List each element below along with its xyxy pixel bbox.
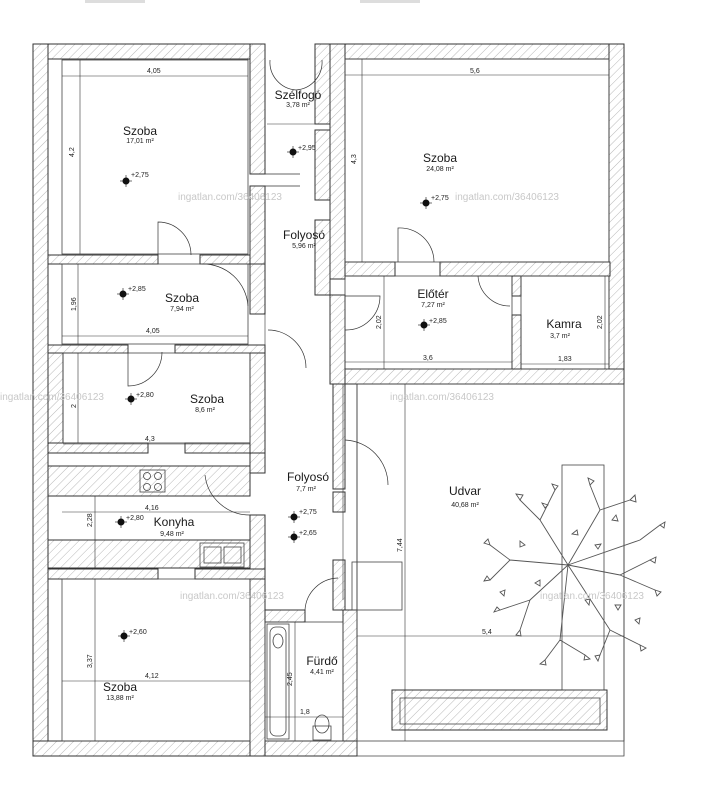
level-marker: +2,85 bbox=[418, 318, 447, 331]
dim-label: 7,44 bbox=[397, 538, 404, 552]
level-marker: +2,75 bbox=[420, 195, 449, 209]
watermark-text: ingatlan.com/36406123 bbox=[540, 591, 644, 602]
dim-label: 5,6 bbox=[470, 68, 480, 75]
bathroom-fixtures bbox=[266, 623, 332, 741]
dim-label: 1,96 bbox=[71, 297, 78, 311]
svg-text:+2,75: +2,75 bbox=[299, 509, 317, 516]
room-area-eloter: 7,27 m² bbox=[421, 302, 445, 309]
room-name-folyoso-1: Folyosó bbox=[283, 228, 325, 242]
room-area-szoba-5: 13,88 m² bbox=[106, 695, 134, 702]
dim-label: 4,05 bbox=[146, 328, 160, 335]
tree-symbol bbox=[483, 477, 666, 666]
svg-text:+2,60: +2,60 bbox=[129, 629, 147, 636]
dim-label: 2,02 bbox=[376, 315, 383, 329]
watermark-text: ingatlan.com/36406123 bbox=[390, 392, 494, 403]
room-name-konyha: Konyha bbox=[154, 515, 195, 529]
room-area-udvar: 40,68 m² bbox=[451, 502, 479, 509]
dim-label: 1,83 bbox=[558, 356, 572, 363]
dim-label: 2,28 bbox=[87, 513, 94, 527]
watermark-text: ingatlan.com/36406123 bbox=[180, 591, 284, 602]
dim-label: 4,05 bbox=[147, 68, 161, 75]
room-area-szoba-3: 7,94 m² bbox=[170, 306, 194, 313]
level-marker: +2,80 bbox=[115, 515, 144, 528]
room-area-furdo: 4,41 m² bbox=[310, 669, 334, 676]
svg-text:+2,85: +2,85 bbox=[429, 318, 447, 325]
room-name-szoba-3: Szoba bbox=[165, 291, 199, 305]
svg-text:+2,65: +2,65 bbox=[299, 530, 317, 537]
doors bbox=[127, 59, 511, 611]
room-name-furdo: Fürdő bbox=[306, 654, 338, 668]
level-marker: +2,65 bbox=[288, 530, 317, 543]
dim-label: 2 bbox=[71, 404, 78, 408]
room-area-szoba-2: 24,08 m² bbox=[426, 166, 454, 173]
level-markers: +2,95 +2,75 +2,75 +2,85 +2,85 +2,80 +2,8… bbox=[115, 145, 449, 642]
svg-text:+2,80: +2,80 bbox=[126, 515, 144, 522]
room-area-szoba-1: 17,01 m² bbox=[126, 138, 154, 145]
svg-text:+2,75: +2,75 bbox=[131, 172, 149, 179]
level-marker: +2,95 bbox=[287, 145, 316, 158]
room-area-szelfogo: 3,78 m² bbox=[286, 102, 310, 109]
room-area-szoba-4: 8,6 m² bbox=[195, 407, 216, 414]
room-name-kamra: Kamra bbox=[546, 317, 582, 331]
level-marker: +2,75 bbox=[120, 172, 149, 187]
svg-text:+2,85: +2,85 bbox=[128, 286, 146, 293]
room-name-szoba-1: Szoba bbox=[123, 124, 157, 138]
room-name-szoba-5: Szoba bbox=[103, 680, 137, 694]
level-marker: +2,60 bbox=[118, 629, 147, 642]
room-name-szoba-2: Szoba bbox=[423, 151, 457, 165]
level-marker: +2,75 bbox=[288, 509, 317, 523]
watermark-text: ingatlan.com/36406123 bbox=[0, 392, 104, 403]
walls bbox=[32, 43, 625, 757]
cropped-header-text bbox=[85, 0, 420, 3]
watermark-text: ingatlan.com/36406123 bbox=[455, 192, 559, 203]
dim-label: 3,37 bbox=[87, 654, 94, 668]
room-labels: Szélfogó 3,78 m² Szoba 17,01 m² Szoba 24… bbox=[103, 88, 582, 702]
dim-label: 1,8 bbox=[300, 709, 310, 716]
room-area-konyha: 9,48 m² bbox=[160, 531, 184, 538]
room-area-kamra: 3,7 m² bbox=[550, 333, 571, 340]
kitchen-counter bbox=[47, 465, 251, 569]
dim-label: 5,4 bbox=[482, 629, 492, 636]
svg-text:+2,80: +2,80 bbox=[136, 392, 154, 399]
room-name-folyoso-2: Folyosó bbox=[287, 470, 329, 484]
room-name-szoba-4: Szoba bbox=[190, 392, 224, 406]
dim-label: 4,3 bbox=[145, 436, 155, 443]
room-area-folyoso-2: 7,7 m² bbox=[296, 486, 317, 493]
dim-label: 2,02 bbox=[597, 315, 604, 329]
watermark-text: ingatlan.com/36406123 bbox=[178, 192, 282, 203]
svg-text:+2,95: +2,95 bbox=[298, 145, 316, 152]
room-name-udvar: Udvar bbox=[449, 484, 481, 498]
room-name-szelfogo: Szélfogó bbox=[275, 88, 322, 102]
dim-label: 4,2 bbox=[69, 147, 76, 157]
dimension-labels: 4,05 5,6 4,2 4,3 1,96 4,05 2,02 3,6 2,02… bbox=[69, 68, 604, 716]
svg-text:+2,75: +2,75 bbox=[431, 195, 449, 202]
level-marker: +2,85 bbox=[117, 286, 146, 300]
dim-label: 3,6 bbox=[423, 355, 433, 362]
room-area-folyoso-1: 5,96 m² bbox=[292, 243, 316, 250]
dim-label: 2,45 bbox=[287, 672, 294, 686]
watermarks: ingatlan.com/36406123 ingatlan.com/36406… bbox=[0, 192, 644, 602]
dim-label: 4,16 bbox=[145, 505, 159, 512]
room-name-eloter: Előtér bbox=[417, 287, 448, 301]
dim-label: 4,3 bbox=[351, 154, 358, 164]
dimension-lines bbox=[62, 59, 624, 741]
dim-label: 4,12 bbox=[145, 673, 159, 680]
level-marker: +2,80 bbox=[125, 392, 154, 405]
